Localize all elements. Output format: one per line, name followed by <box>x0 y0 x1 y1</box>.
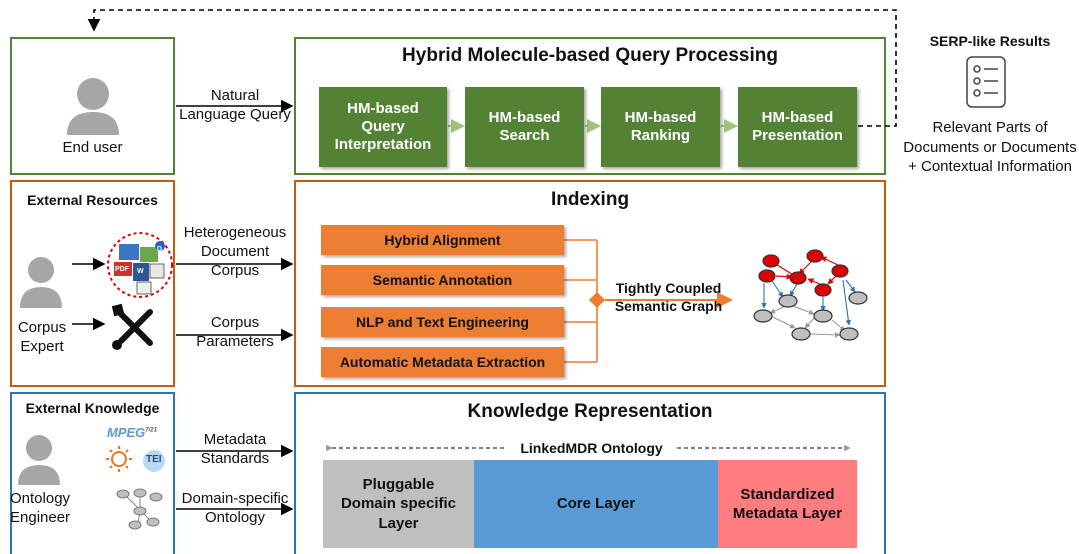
serp-description: Relevant Parts of Documents or Documents… <box>903 119 1077 175</box>
indexing-panel <box>294 180 886 387</box>
knowledge-representation-title: Knowledge Representation <box>467 401 713 422</box>
serp-title: SERP-like Results <box>929 33 1051 49</box>
standards-sun-icon <box>106 446 132 472</box>
external-knowledge-title: External Knowledge <box>25 400 160 416</box>
corpus-expert-label: Corpus Expert <box>17 319 67 355</box>
hybrid-alignment-box: Hybrid Alignment <box>321 225 564 255</box>
semantic-annotation-box: Semantic Annotation <box>321 265 564 295</box>
user-icon <box>67 78 119 135</box>
corpus-label: Heterogeneous Document Corpus <box>183 224 287 279</box>
domain-ontology-label: Domain-specific Ontology <box>181 490 289 526</box>
mpeg-logo: MPEG7/21 <box>107 425 157 440</box>
external-resources-panel <box>10 180 175 387</box>
indexing-title: Indexing <box>550 189 630 210</box>
external-resources-title: External Resources <box>27 192 158 208</box>
ontology-engineer-icon <box>18 435 60 485</box>
document-corpus-icon <box>107 232 173 298</box>
tei-logo: TEI <box>146 454 162 465</box>
standards-label: Metadata Standards <box>200 431 270 467</box>
parameters-label: Corpus Parameters <box>196 314 274 350</box>
external-knowledge-panel <box>10 392 175 554</box>
ontology-engineer-label: Ontology Engineer <box>10 490 71 526</box>
query-processing-panel <box>294 37 886 175</box>
tools-icon <box>111 303 153 350</box>
ontology-name: LinkedMDR Ontology <box>520 440 663 456</box>
nlp-text-engineering-box: NLP and Text Engineering <box>321 307 564 337</box>
ontology-cluster-icon <box>116 488 163 530</box>
end-user-panel <box>10 37 175 175</box>
merge-diamond <box>589 292 605 308</box>
feedback-loop-arrow <box>87 9 897 127</box>
semantic-graph <box>753 249 868 341</box>
metadata-extraction-box: Automatic Metadata Extraction <box>321 347 564 377</box>
document-list-icon <box>966 56 1006 108</box>
semantic-graph-label: Tightly Coupled Semantic Graph <box>614 280 723 314</box>
tei-logo-background <box>143 450 165 472</box>
end-user-label: End user <box>62 139 123 156</box>
corpus-expert-icon <box>20 257 62 308</box>
knowledge-representation-panel <box>294 392 886 554</box>
core-layer: Core Layer <box>474 460 718 548</box>
query-input-label: Natural Language Query <box>179 87 291 123</box>
query-processing-title: Hybrid Molecule-based Query Processing <box>402 45 778 66</box>
